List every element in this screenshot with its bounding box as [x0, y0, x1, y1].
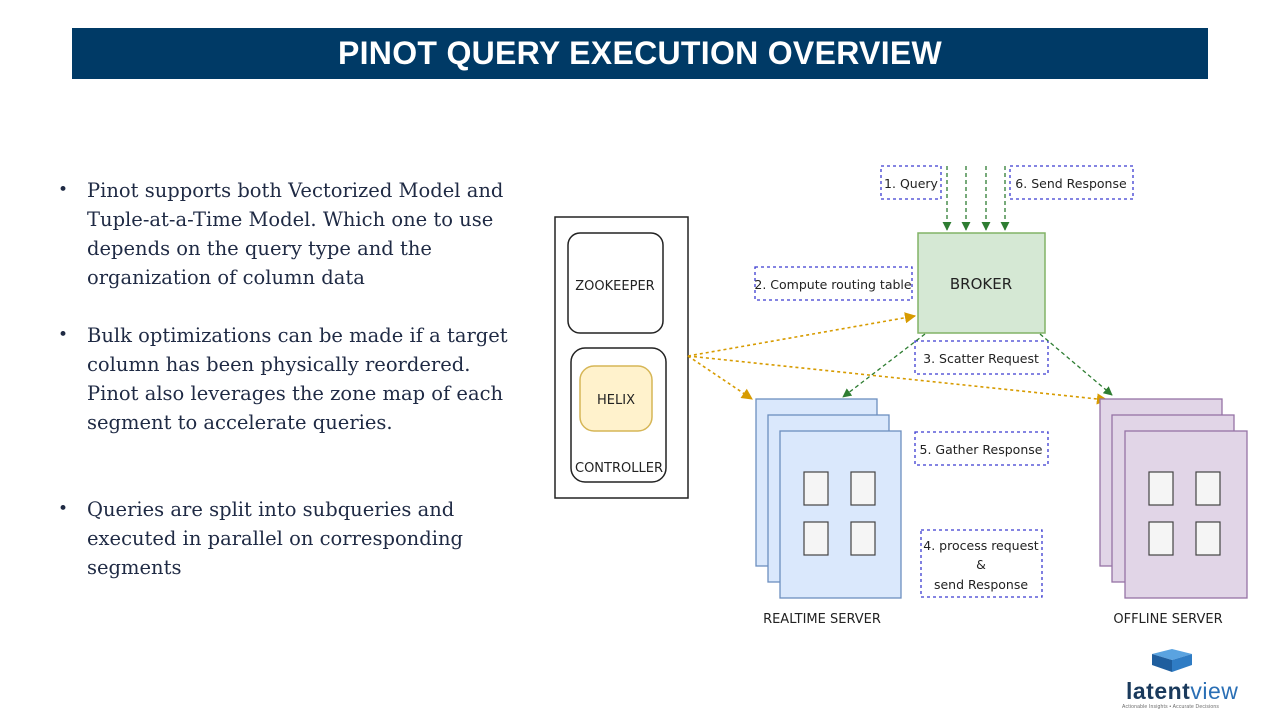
step-compute-routing-label: 2. Compute routing table — [754, 277, 911, 292]
logo-wordmark: latentview — [1126, 678, 1239, 704]
helix-label: HELIX — [597, 393, 635, 408]
zookeeper-box — [567, 232, 664, 334]
title-bar: PINOT QUERY EXECUTION OVERVIEW — [72, 28, 1208, 79]
broker-box — [917, 232, 1046, 334]
step-compute-routing-box — [754, 266, 913, 301]
realtime-server-label: REALTIME SERVER — [763, 612, 881, 627]
bullet-item: Queries are split into subqueries and ex… — [58, 495, 528, 582]
broker-label: BROKER — [950, 275, 1012, 293]
step-send-response-box — [1009, 165, 1134, 200]
logo-tagline: Actionable Insights • Accurate Decisions — [1122, 704, 1220, 710]
controller-to-offline-arrow — [687, 355, 1109, 405]
step-process-line2: & — [976, 557, 986, 572]
scatter-arrow-realtime — [842, 333, 926, 398]
bullet-list: Pinot supports both Vectorized Model and… — [58, 176, 528, 582]
bullet-item: Bulk optimizations can be made if a targ… — [58, 321, 528, 437]
offline-server-stack — [1099, 398, 1248, 599]
step-gather-box — [914, 431, 1049, 466]
step-query-box — [880, 165, 942, 200]
zookeeper-label: ZOOKEEPER — [575, 279, 654, 294]
scatter-arrow-offline — [1039, 333, 1113, 396]
step-process-line3: send Response — [934, 577, 1028, 592]
helix-box — [579, 365, 653, 432]
bullet-item: Pinot supports both Vectorized Model and… — [58, 176, 528, 292]
page-title: PINOT QUERY EXECUTION OVERVIEW — [337, 35, 943, 71]
latentview-logo-icon — [1152, 649, 1192, 672]
controller-to-realtime-arrow — [687, 355, 753, 400]
realtime-server-stack — [755, 398, 902, 599]
controller-to-broker-arrow — [687, 312, 917, 357]
step-query-label: 1. Query — [884, 176, 938, 191]
step-scatter-box — [914, 340, 1049, 375]
step-scatter-label: 3. Scatter Request — [923, 351, 1039, 366]
step-gather-label: 5. Gather Response — [920, 442, 1043, 457]
offline-server-label: OFFLINE SERVER — [1113, 612, 1222, 627]
step-process-box — [920, 529, 1043, 598]
controller-label: CONTROLLER — [575, 461, 663, 476]
step-send-response-label: 6. Send Response — [1015, 176, 1127, 191]
step-process-line1: 4. process request — [923, 538, 1039, 553]
